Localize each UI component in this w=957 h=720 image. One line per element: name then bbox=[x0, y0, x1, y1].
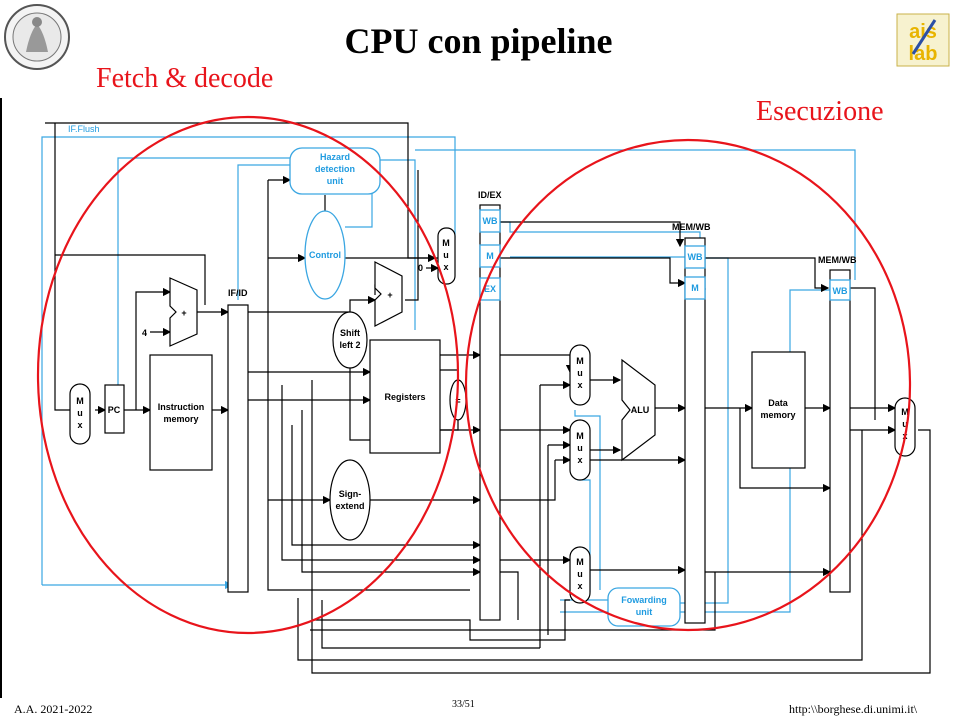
control-mux-zero: 0 bbox=[418, 263, 423, 273]
data-memory-label-1: Data bbox=[768, 398, 789, 408]
shift-label-2: left 2 bbox=[339, 340, 360, 350]
shift-label-1: Shift bbox=[340, 328, 360, 338]
alu-mux-b-x: x bbox=[577, 455, 582, 465]
pc-mux-x: x bbox=[77, 420, 82, 430]
alu-mux-a-x: x bbox=[577, 380, 582, 390]
alu-mux-b-u: u bbox=[577, 443, 583, 453]
footer-url: http:\\borghese.di.unimi.it\ bbox=[789, 702, 917, 717]
pc-adder-plus: + bbox=[181, 308, 186, 318]
instruction-memory-label-1: Instruction bbox=[158, 402, 205, 412]
control-mux-u: u bbox=[443, 250, 449, 260]
instruction-memory bbox=[150, 355, 212, 470]
dest-mux-x: x bbox=[577, 581, 582, 591]
control-label: Control bbox=[309, 250, 341, 260]
footer-page-number: 33/51 bbox=[452, 699, 475, 710]
dest-mux-u: u bbox=[577, 569, 583, 579]
alu-mux-a-m: M bbox=[576, 356, 584, 366]
branch-adder-plus: + bbox=[387, 290, 392, 300]
id-ex-label: ID/EX bbox=[478, 190, 502, 200]
data-memory-label-2: memory bbox=[760, 410, 795, 420]
id-ex-m-label: M bbox=[486, 251, 494, 261]
dest-mux-m: M bbox=[576, 557, 584, 567]
alu-mux-a-u: u bbox=[577, 368, 583, 378]
sign-extend-label-2: extend bbox=[335, 501, 364, 511]
registers-label: Registers bbox=[384, 392, 425, 402]
if-flush-label: IF.Flush bbox=[68, 124, 100, 134]
id-ex-wb-label: WB bbox=[483, 216, 498, 226]
forwarding-label-1: Fowarding bbox=[621, 595, 667, 605]
hazard-label-3: unit bbox=[327, 176, 344, 186]
pc-label: PC bbox=[108, 405, 121, 415]
mem-wb-label: MEM/WB bbox=[818, 255, 857, 265]
ex-mem-label: MEM/WB bbox=[672, 222, 711, 232]
hazard-label-1: Hazard bbox=[320, 152, 350, 162]
if-id-register bbox=[228, 305, 248, 592]
mem-wb-wb-label: WB bbox=[833, 286, 848, 296]
pc-mux-u: u bbox=[77, 408, 83, 418]
sign-extend-label-1: Sign- bbox=[339, 489, 362, 499]
sign-extend bbox=[330, 460, 370, 540]
hazard-label-2: detection bbox=[315, 164, 355, 174]
constant-four: 4 bbox=[142, 328, 147, 338]
mem-wb-register bbox=[830, 270, 850, 592]
instruction-memory-label-2: memory bbox=[163, 414, 198, 424]
control-mux-m: M bbox=[442, 238, 450, 248]
alu-label: ALU bbox=[631, 405, 650, 415]
if-id-label: IF/ID bbox=[228, 288, 248, 298]
alu-mux-b-m: M bbox=[576, 431, 584, 441]
footer-academic-year: A.A. 2021-2022 bbox=[14, 702, 92, 717]
control-mux-x: x bbox=[443, 262, 448, 272]
pc-mux-m: M bbox=[76, 396, 84, 406]
ex-mem-m-label: M bbox=[691, 283, 699, 293]
ex-mem-wb-label: WB bbox=[688, 252, 703, 262]
forwarding-label-2: unit bbox=[636, 607, 653, 617]
